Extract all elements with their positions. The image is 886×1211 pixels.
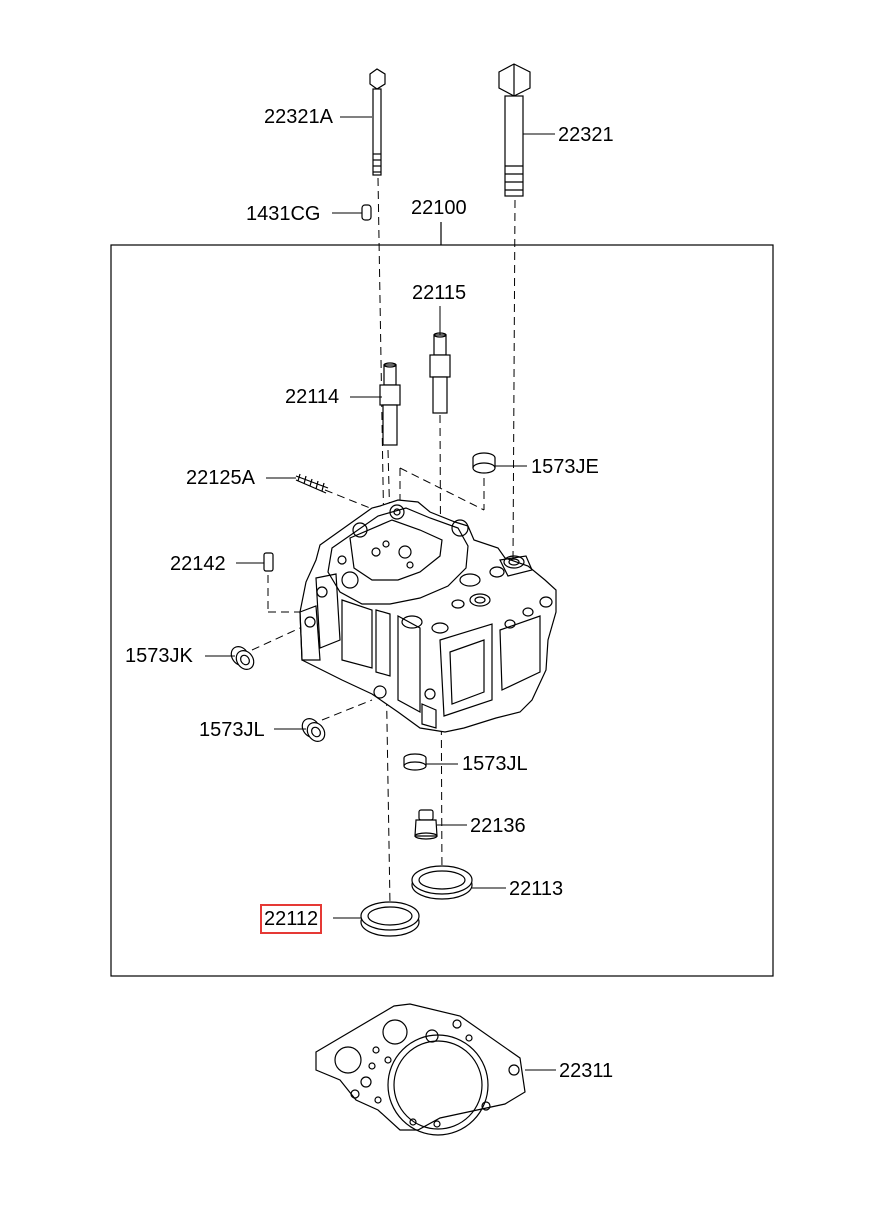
stud-22125a: [295, 473, 329, 494]
part-label-1573jl-left[interactable]: 1573JL: [199, 719, 265, 741]
part-label-22100[interactable]: 22100: [411, 197, 467, 219]
part-label-22113[interactable]: 22113: [509, 878, 564, 900]
cylinder-head: [299, 499, 557, 733]
part-label-22142[interactable]: 22142: [170, 553, 226, 575]
part-label-1573jl-right[interactable]: 1573JL: [462, 753, 528, 775]
bolt-22321a: [369, 68, 386, 176]
part-label-22125a[interactable]: 22125A: [186, 467, 255, 489]
bolt-22321: [498, 63, 531, 197]
valve-guide-22114: [379, 362, 401, 446]
head-gasket-22311: [315, 1003, 526, 1136]
part-label-1431cg[interactable]: 1431CG: [246, 203, 321, 225]
part-label-22114[interactable]: 22114: [285, 386, 340, 408]
part-label-22321a[interactable]: 22321A: [264, 106, 333, 128]
valve-guide-22115: [429, 332, 451, 414]
part-label-22311[interactable]: 22311: [559, 1060, 614, 1082]
part-label-22136[interactable]: 22136: [470, 815, 526, 837]
part-label-1573je[interactable]: 1573JE: [531, 456, 599, 478]
plug-1573jl-right: [403, 753, 427, 771]
pin-22142: [263, 552, 274, 572]
part-label-22112[interactable]: 22112: [259, 904, 323, 934]
valve-seat-22112: [360, 901, 420, 937]
valve-seat-22113: [411, 865, 473, 900]
plug-1573jl-left: [301, 718, 326, 742]
part-label-22115[interactable]: 22115: [412, 282, 467, 304]
part-label-22321[interactable]: 22321: [558, 124, 614, 146]
assembly-frame: [110, 244, 774, 977]
plug-1573je: [472, 452, 496, 474]
plug-1573jk: [230, 646, 255, 670]
insert-22136: [414, 809, 438, 840]
part-label-1573jk[interactable]: 1573JK: [125, 645, 193, 667]
